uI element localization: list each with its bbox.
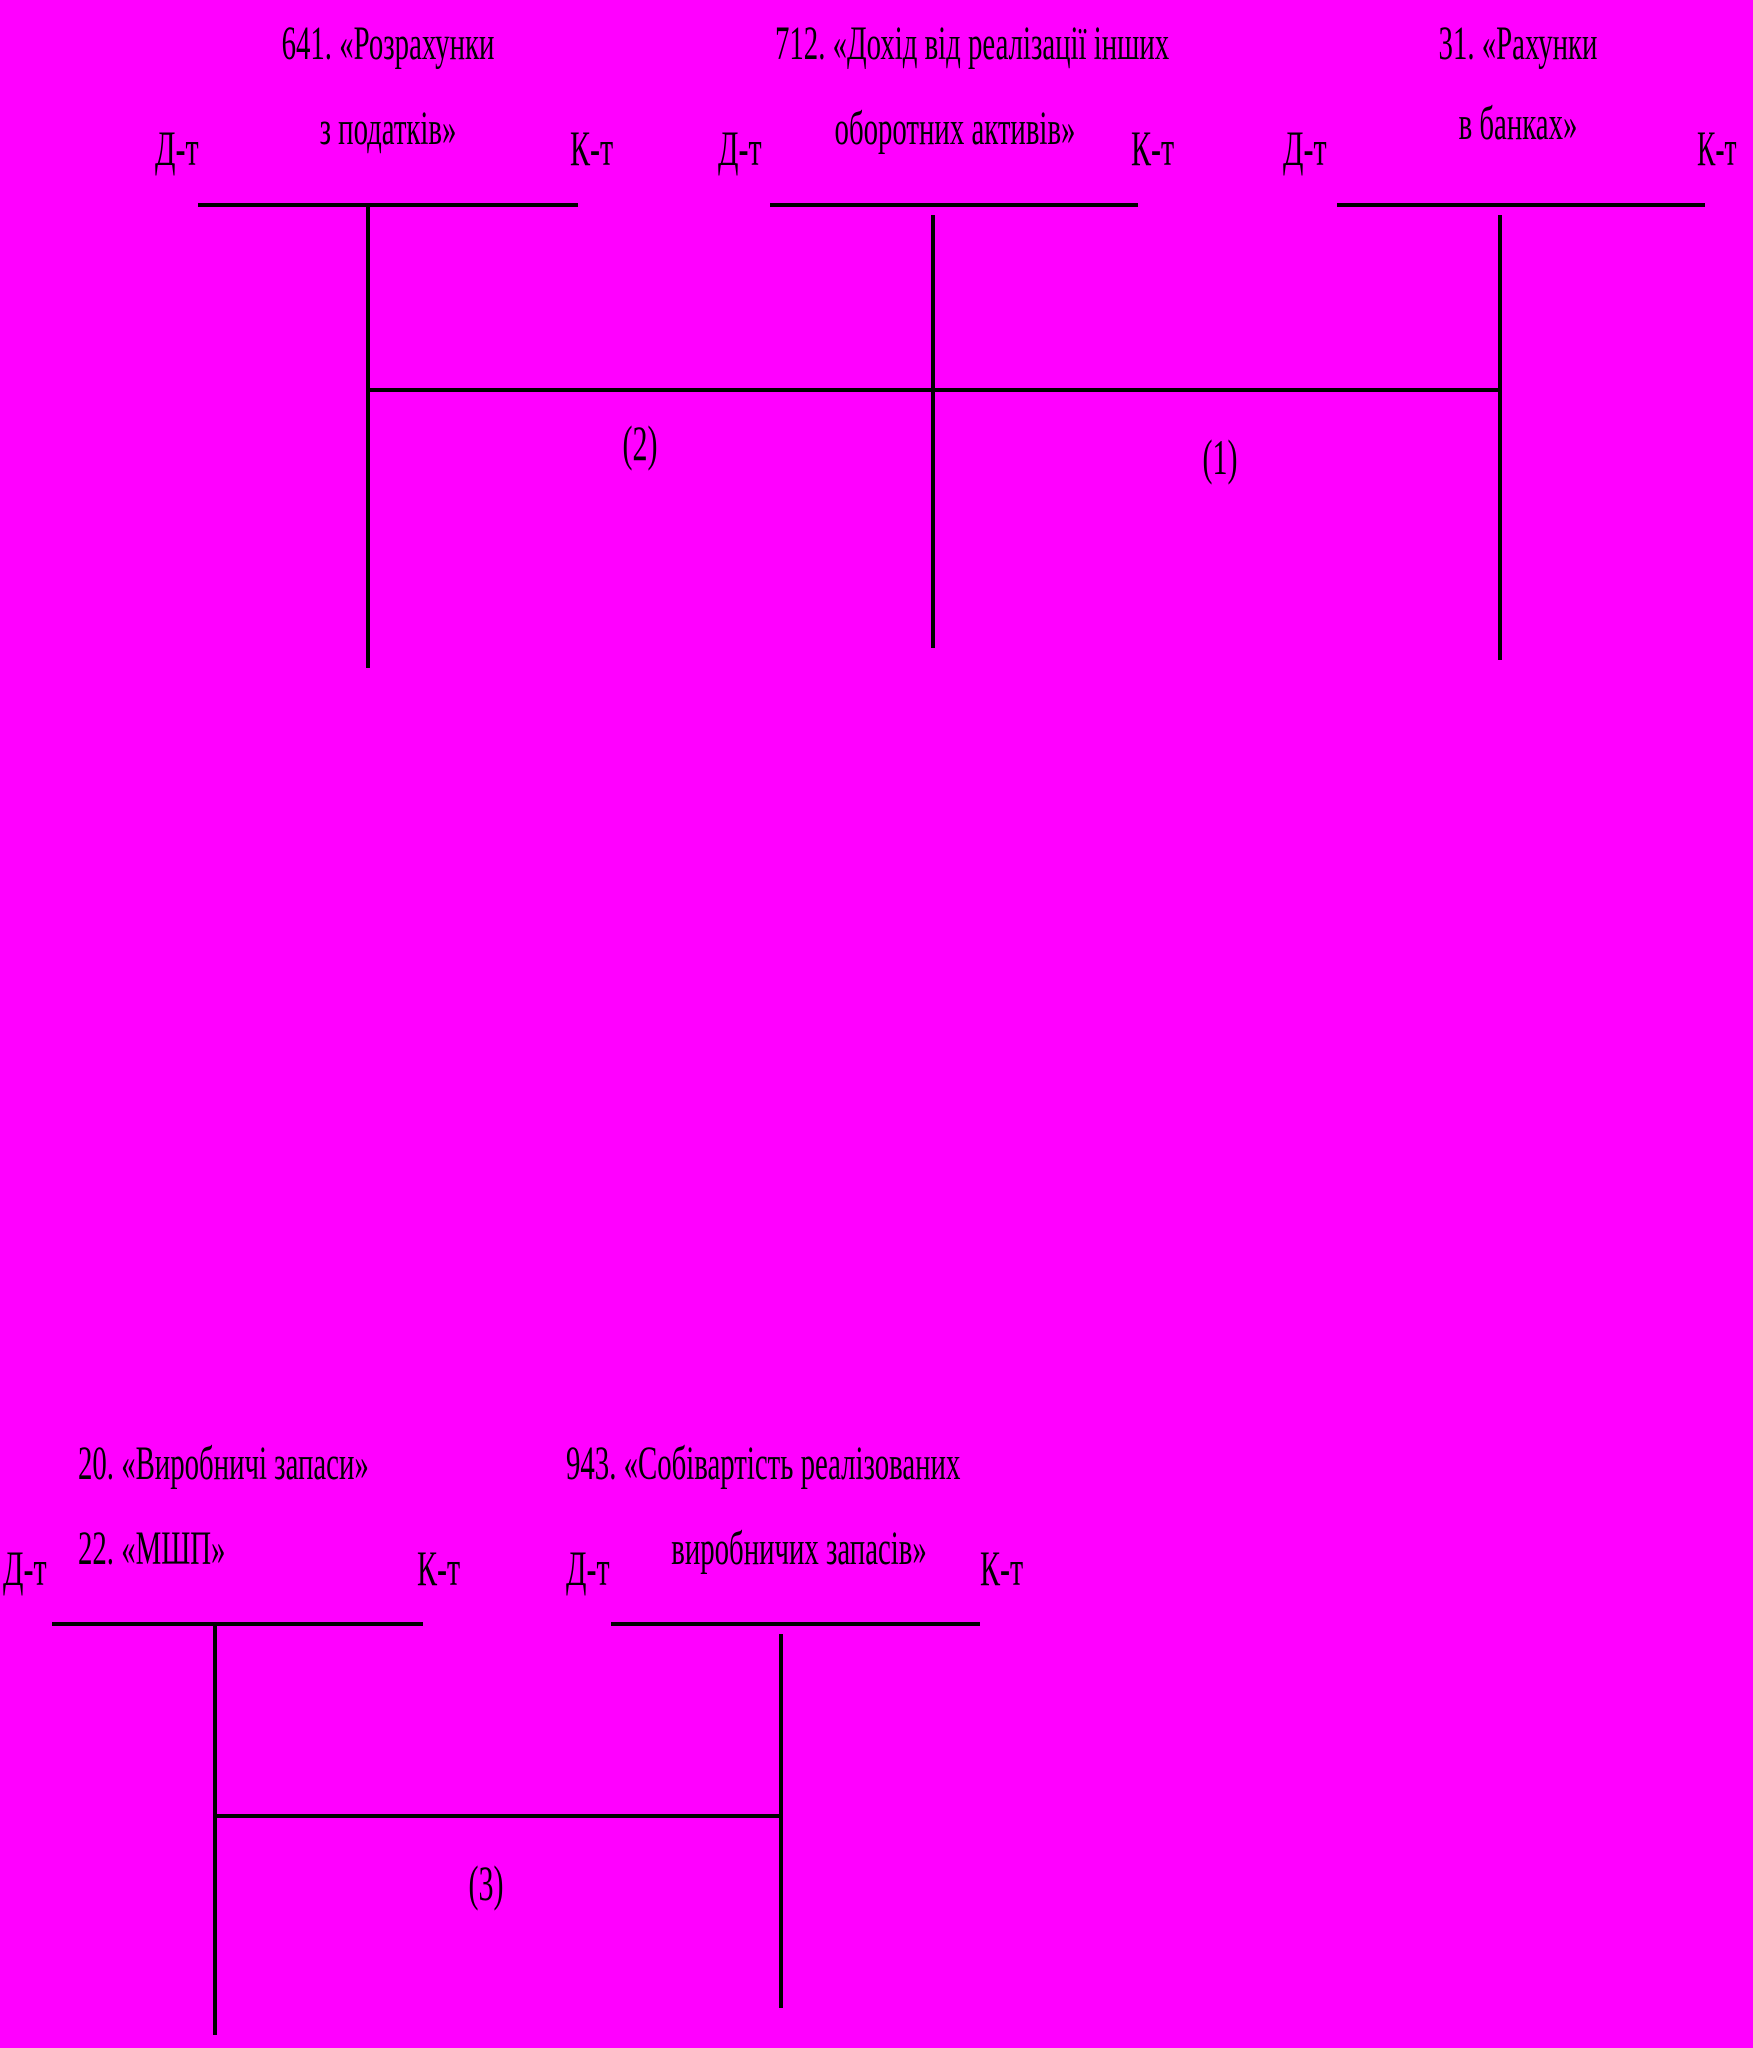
account-title-line2: оборотних активів» xyxy=(834,102,1076,155)
account-title-line1: 31. «Рахунки xyxy=(1438,17,1598,70)
account-title-line2: в банках» xyxy=(1458,97,1578,150)
entry-label-1: (1) xyxy=(1202,429,1238,485)
debit-label: Д-т xyxy=(155,120,199,176)
account-title-line2: з податків» xyxy=(319,102,457,155)
credit-label: К-т xyxy=(1697,120,1737,176)
credit-label: К-т xyxy=(1131,120,1175,176)
account-title-line2: 22. «МШП» xyxy=(78,1522,226,1575)
credit-label: К-т xyxy=(570,120,614,176)
entry-label-3: (3) xyxy=(468,1855,504,1911)
debit-label: Д-т xyxy=(566,1540,610,1596)
debit-label: Д-т xyxy=(718,120,762,176)
credit-label: К-т xyxy=(417,1540,461,1596)
account-title-line1: 641. «Розрахунки xyxy=(281,17,495,70)
account-title-line1: 943. «Собівартість реалізованих xyxy=(566,1437,961,1490)
account-title-line2: виробничих запасів» xyxy=(671,1522,927,1575)
account-title-line1: 712. «Дохід від реалізації інших xyxy=(775,17,1170,70)
debit-label: Д-т xyxy=(3,1540,47,1596)
account-title-line1: 20. «Виробничі запаси» xyxy=(78,1437,369,1490)
credit-label: К-т xyxy=(980,1540,1024,1596)
debit-label: Д-т xyxy=(1283,120,1327,176)
entry-label-2: (2) xyxy=(622,415,658,471)
